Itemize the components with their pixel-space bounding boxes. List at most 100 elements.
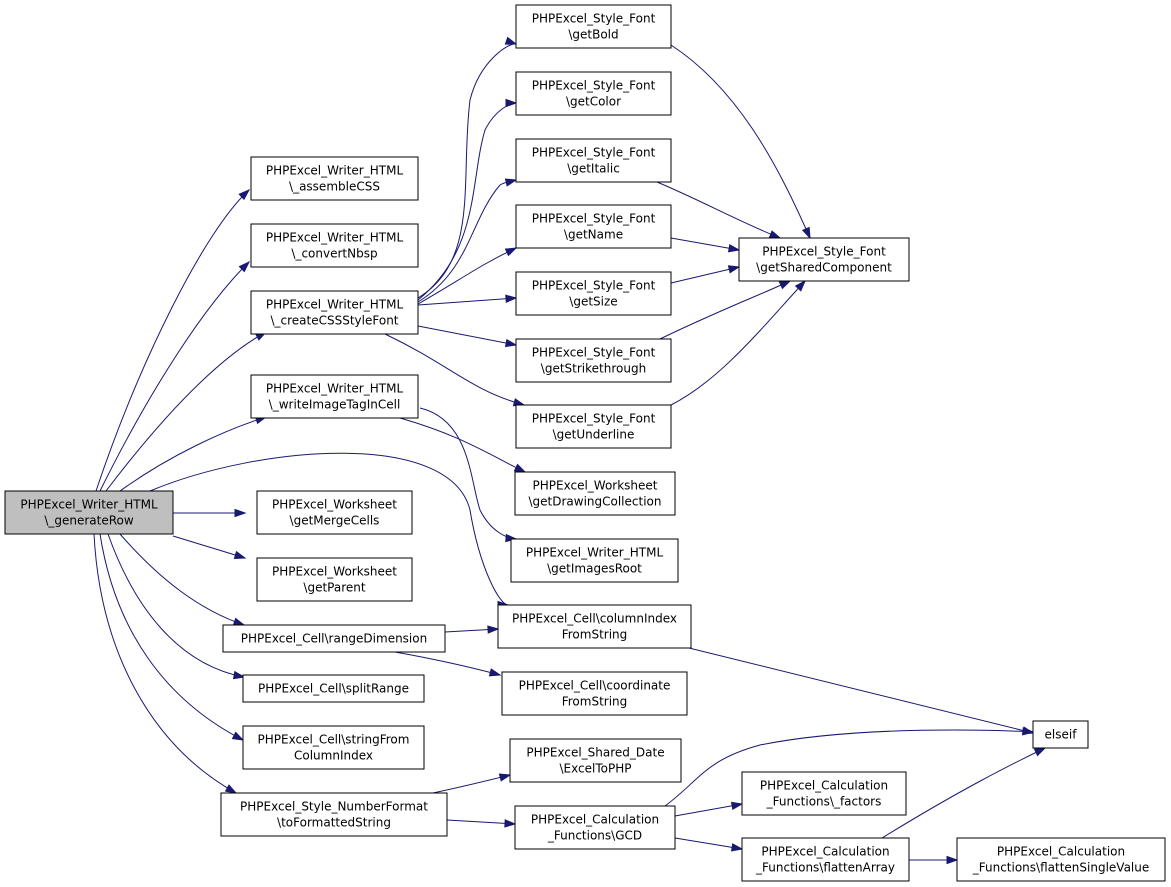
edge-line: [99, 533, 244, 741]
arrow-head-icon: [238, 260, 251, 273]
node-flattenArray[interactable]: PHPExcel_Calculation_Functions\flattenAr…: [741, 837, 910, 882]
node-box[interactable]: [1032, 720, 1089, 749]
node-box[interactable]: [514, 805, 676, 850]
node-box[interactable]: [514, 471, 676, 516]
node-ExcelToPHP[interactable]: PHPExcel_Shared_Date\ExcelToPHP: [509, 738, 682, 783]
edge-line: [446, 819, 516, 825]
node-createCSSStyleFont[interactable]: PHPExcel_Writer_HTML\_createCSSStyleFont: [250, 290, 419, 335]
edge-line: [417, 247, 517, 305]
node-getColor[interactable]: PHPExcel_Style_Font\getColor: [515, 71, 672, 116]
node-flattenSingleValue[interactable]: PHPExcel_Calculation_Functions\flattenSi…: [956, 837, 1166, 882]
node-toFormattedString[interactable]: PHPExcel_Style_NumberFormat\toFormattedS…: [220, 792, 448, 837]
edge-line: [399, 417, 526, 473]
node-label-line: PHPExcel_Cell\columnIndex: [512, 612, 677, 626]
node-label-line: \getImagesRoot: [547, 562, 642, 576]
node-box[interactable]: [741, 837, 910, 882]
arrow-head-icon: [946, 855, 959, 865]
node-writeImageTagInCell[interactable]: PHPExcel_Writer_HTML\_writeImageTagInCel…: [250, 374, 419, 419]
arrow-head-icon: [730, 843, 744, 852]
node-getName[interactable]: PHPExcel_Style_Font\getName: [515, 204, 672, 249]
node-label-line: PHPExcel_Cell\coordinate: [519, 679, 671, 693]
node-label-line: ColumnIndex: [294, 749, 373, 763]
edge-line: [95, 189, 250, 492]
arrow-head-icon: [233, 550, 247, 559]
edge-generateRow-to-toFormattedString: [93, 533, 238, 794]
node-box[interactable]: [220, 792, 448, 837]
node-box[interactable]: [515, 271, 672, 316]
node-box[interactable]: [497, 604, 692, 649]
edge-line: [656, 181, 781, 239]
node-label-line: PHPExcel_Style_Font: [762, 245, 886, 259]
node-box[interactable]: [4, 490, 174, 535]
node-getStrikethrough[interactable]: PHPExcel_Style_Font\getStrikethrough: [515, 338, 672, 383]
edge-flattenArray-to-elseif: [881, 747, 1047, 839]
edge-generateRow-to-stringFromColumnIndex: [99, 533, 245, 741]
node-box[interactable]: [956, 837, 1166, 882]
edge-createCSSStyleFont-to-getBold: [417, 36, 518, 299]
node-splitRange[interactable]: PHPExcel_Cell\splitRange: [242, 674, 425, 703]
node-label-line: \_assembleCSS: [289, 180, 380, 194]
node-getUnderline[interactable]: PHPExcel_Style_Font\getUnderline: [515, 404, 672, 449]
node-getBold[interactable]: PHPExcel_Style_Font\getBold: [515, 4, 672, 49]
edge-getUnderline-to-getSharedComponent: [670, 279, 807, 406]
edge-line: [419, 407, 517, 540]
edge-toFormattedString-to-ExcelToPHP: [432, 773, 512, 794]
node-box[interactable]: [250, 156, 419, 201]
node-label-line: PHPExcel_Cell\rangeDimension: [241, 632, 427, 646]
node-label-line: PHPExcel_Style_Font: [532, 412, 656, 426]
arrow-head-icon: [238, 188, 251, 201]
edge-line: [688, 647, 1034, 734]
node-getSize[interactable]: PHPExcel_Style_Font\getSize: [515, 271, 672, 316]
arrow-head-icon: [513, 463, 527, 473]
node-label-line: PHPExcel_Calculation: [761, 845, 889, 859]
arrow-head-icon: [504, 338, 518, 348]
node-convertNbsp[interactable]: PHPExcel_Writer_HTML\_convertNbsp: [250, 223, 419, 268]
node-box[interactable]: [222, 624, 446, 653]
node-getImagesRoot[interactable]: PHPExcel_Writer_HTML\getImagesRoot: [510, 538, 679, 583]
node-box[interactable]: [256, 557, 413, 602]
node-box[interactable]: [250, 290, 419, 335]
node-box[interactable]: [242, 674, 425, 703]
node-box[interactable]: [250, 374, 419, 419]
node-label-line: PHPExcel_Style_NumberFormat: [240, 800, 428, 814]
node-box[interactable]: [741, 771, 907, 816]
node-getItalic[interactable]: PHPExcel_Style_Font\getItalic: [515, 138, 672, 183]
node-getDrawingCollection[interactable]: PHPExcel_Worksheet\getDrawingCollection: [514, 471, 676, 516]
node-box[interactable]: [242, 725, 425, 770]
node-box[interactable]: [510, 538, 679, 583]
node-GCD[interactable]: PHPExcel_Calculation_Functions\GCD: [514, 805, 676, 850]
node-box[interactable]: [738, 237, 910, 282]
node-box[interactable]: [501, 671, 688, 716]
node-box[interactable]: [515, 404, 672, 449]
node-box[interactable]: [515, 338, 672, 383]
edge-line: [172, 535, 246, 559]
node-rangeDimension[interactable]: PHPExcel_Cell\rangeDimension: [222, 624, 446, 653]
node-generateRow[interactable]: PHPExcel_Writer_HTML\_generateRow: [4, 490, 174, 535]
node-box[interactable]: [515, 4, 672, 49]
node-box[interactable]: [515, 138, 672, 183]
node-getParent[interactable]: PHPExcel_Worksheet\getParent: [256, 557, 413, 602]
node-elseif[interactable]: elseif: [1032, 720, 1089, 749]
edge-generateRow-to-rangeDimension: [119, 533, 246, 626]
edge-writeImageTagInCell-to-getDrawingCollection: [399, 417, 527, 473]
node-factors[interactable]: PHPExcel_Calculation_Functions\_factors: [741, 771, 907, 816]
node-getMergeCells[interactable]: PHPExcel_Worksheet\getMergeCells: [256, 490, 413, 535]
edge-GCD-to-flattenArray: [674, 837, 744, 852]
node-box[interactable]: [515, 71, 672, 116]
node-label-line: PHPExcel_Worksheet: [533, 479, 658, 493]
node-box[interactable]: [256, 490, 413, 535]
arrow-head-icon: [504, 36, 518, 45]
node-box[interactable]: [509, 738, 682, 783]
arrow-head-icon: [730, 801, 744, 810]
node-label-line: \_convertNbsp: [291, 247, 377, 261]
node-assembleCSS[interactable]: PHPExcel_Writer_HTML\_assembleCSS: [250, 156, 419, 201]
edge-line: [394, 651, 501, 676]
node-box[interactable]: [515, 204, 672, 249]
edge-line: [119, 533, 245, 626]
node-getSharedComponent[interactable]: PHPExcel_Style_Font\getSharedComponent: [738, 237, 910, 282]
node-box[interactable]: [250, 223, 419, 268]
